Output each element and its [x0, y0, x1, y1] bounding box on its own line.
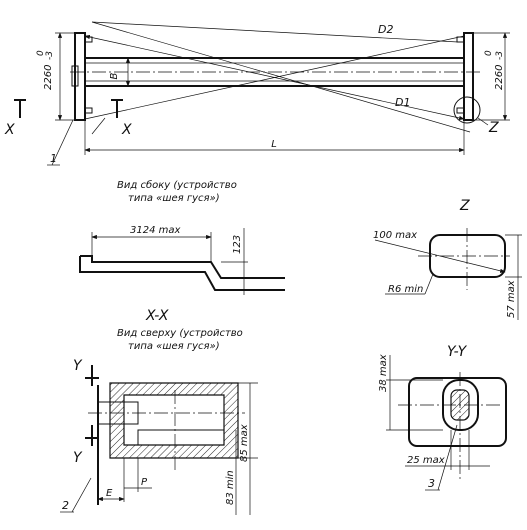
right-tol-lower: -3: [495, 51, 505, 60]
gn-height-label: 123: [232, 235, 243, 254]
z-100-label: 100 max: [373, 230, 417, 241]
diagonal-d2-cross: [84, 35, 465, 120]
xx-85-label: 85 max: [239, 424, 250, 462]
ref2-label: 2: [62, 499, 69, 512]
z-leader: [477, 117, 489, 126]
d1-label: D1: [395, 96, 410, 109]
left-slot: [71, 65, 79, 87]
left-pin-top: [84, 36, 93, 43]
side-view: Вид сбоку (устройство типа «шея гуся») 3…: [79, 179, 285, 295]
main-view: B D2 D1 2260 0 -3 2260 0 -3 Z L X: [4, 21, 510, 166]
y-bottom-label: Y: [73, 450, 83, 466]
z-marker-label: Z: [488, 120, 499, 136]
right-end-plate: [463, 32, 474, 121]
x-right-label: X: [121, 122, 132, 138]
gn-length-label: 3124 max: [130, 225, 180, 236]
left-2260: 2260: [43, 65, 54, 90]
section-yy: Y-Y 25 max 38 max 3: [378, 344, 507, 491]
ref1-label: 1: [50, 152, 57, 165]
d2-label: D2: [378, 23, 393, 36]
p-label: P: [141, 477, 148, 488]
x-leader: [91, 117, 106, 135]
right-pin-bottom: [456, 107, 465, 114]
xx-83-label: 83 min: [225, 470, 236, 505]
xx-title: X-X: [145, 308, 169, 324]
top-caption-1: Вид сверху (устройство: [117, 328, 243, 339]
side-caption-1: Вид сбоку (устройство: [117, 179, 237, 191]
diagonal-d1-ext: [91, 21, 471, 133]
left-tol-upper: 0: [36, 50, 46, 56]
e-label: E: [106, 488, 113, 499]
z-57-label: 57 max: [506, 280, 517, 318]
section-xx: X-X Вид сверху (устройство типа «шея гус…: [60, 308, 258, 515]
z-r6-leader: [424, 273, 434, 295]
right-tol-upper: 0: [484, 50, 494, 56]
yy-38-label: 38 max: [378, 354, 389, 392]
z-title: Z: [459, 198, 470, 214]
ref2-leader: [71, 477, 92, 513]
top-caption-2: типа «шея гуся»): [128, 341, 220, 352]
z-r6-label: R6 min: [388, 284, 423, 295]
z-100-leader: [374, 239, 506, 273]
ref3-leader: [437, 424, 458, 491]
z-detail-circle: [453, 96, 481, 124]
ref1-leader: [51, 119, 74, 166]
y-top-label: Y: [73, 358, 83, 374]
b-label: B: [109, 72, 120, 79]
xx-inner-channel: [137, 429, 225, 446]
right-pin-top: [456, 36, 465, 43]
detail-z: Z 100 max R6 min 57 max: [373, 198, 522, 320]
xx-hollow-section: [109, 382, 239, 459]
yy-25-label: 25 max: [407, 455, 445, 466]
diagonal-d2-ext: [91, 21, 459, 43]
gooseneck-profile: [79, 255, 285, 291]
x-left-label: X: [4, 122, 15, 138]
left-end-plate: [74, 32, 86, 121]
ref3-label: 3: [428, 477, 435, 490]
l-label: L: [271, 139, 277, 150]
yy-plate: [408, 377, 507, 447]
left-tol-lower: -3: [45, 51, 55, 60]
side-caption-2: типа «шея гуся»): [128, 193, 220, 204]
right-2260: 2260: [494, 65, 505, 90]
yy-title: Y-Y: [447, 344, 468, 360]
left-pin-bottom: [84, 107, 93, 114]
